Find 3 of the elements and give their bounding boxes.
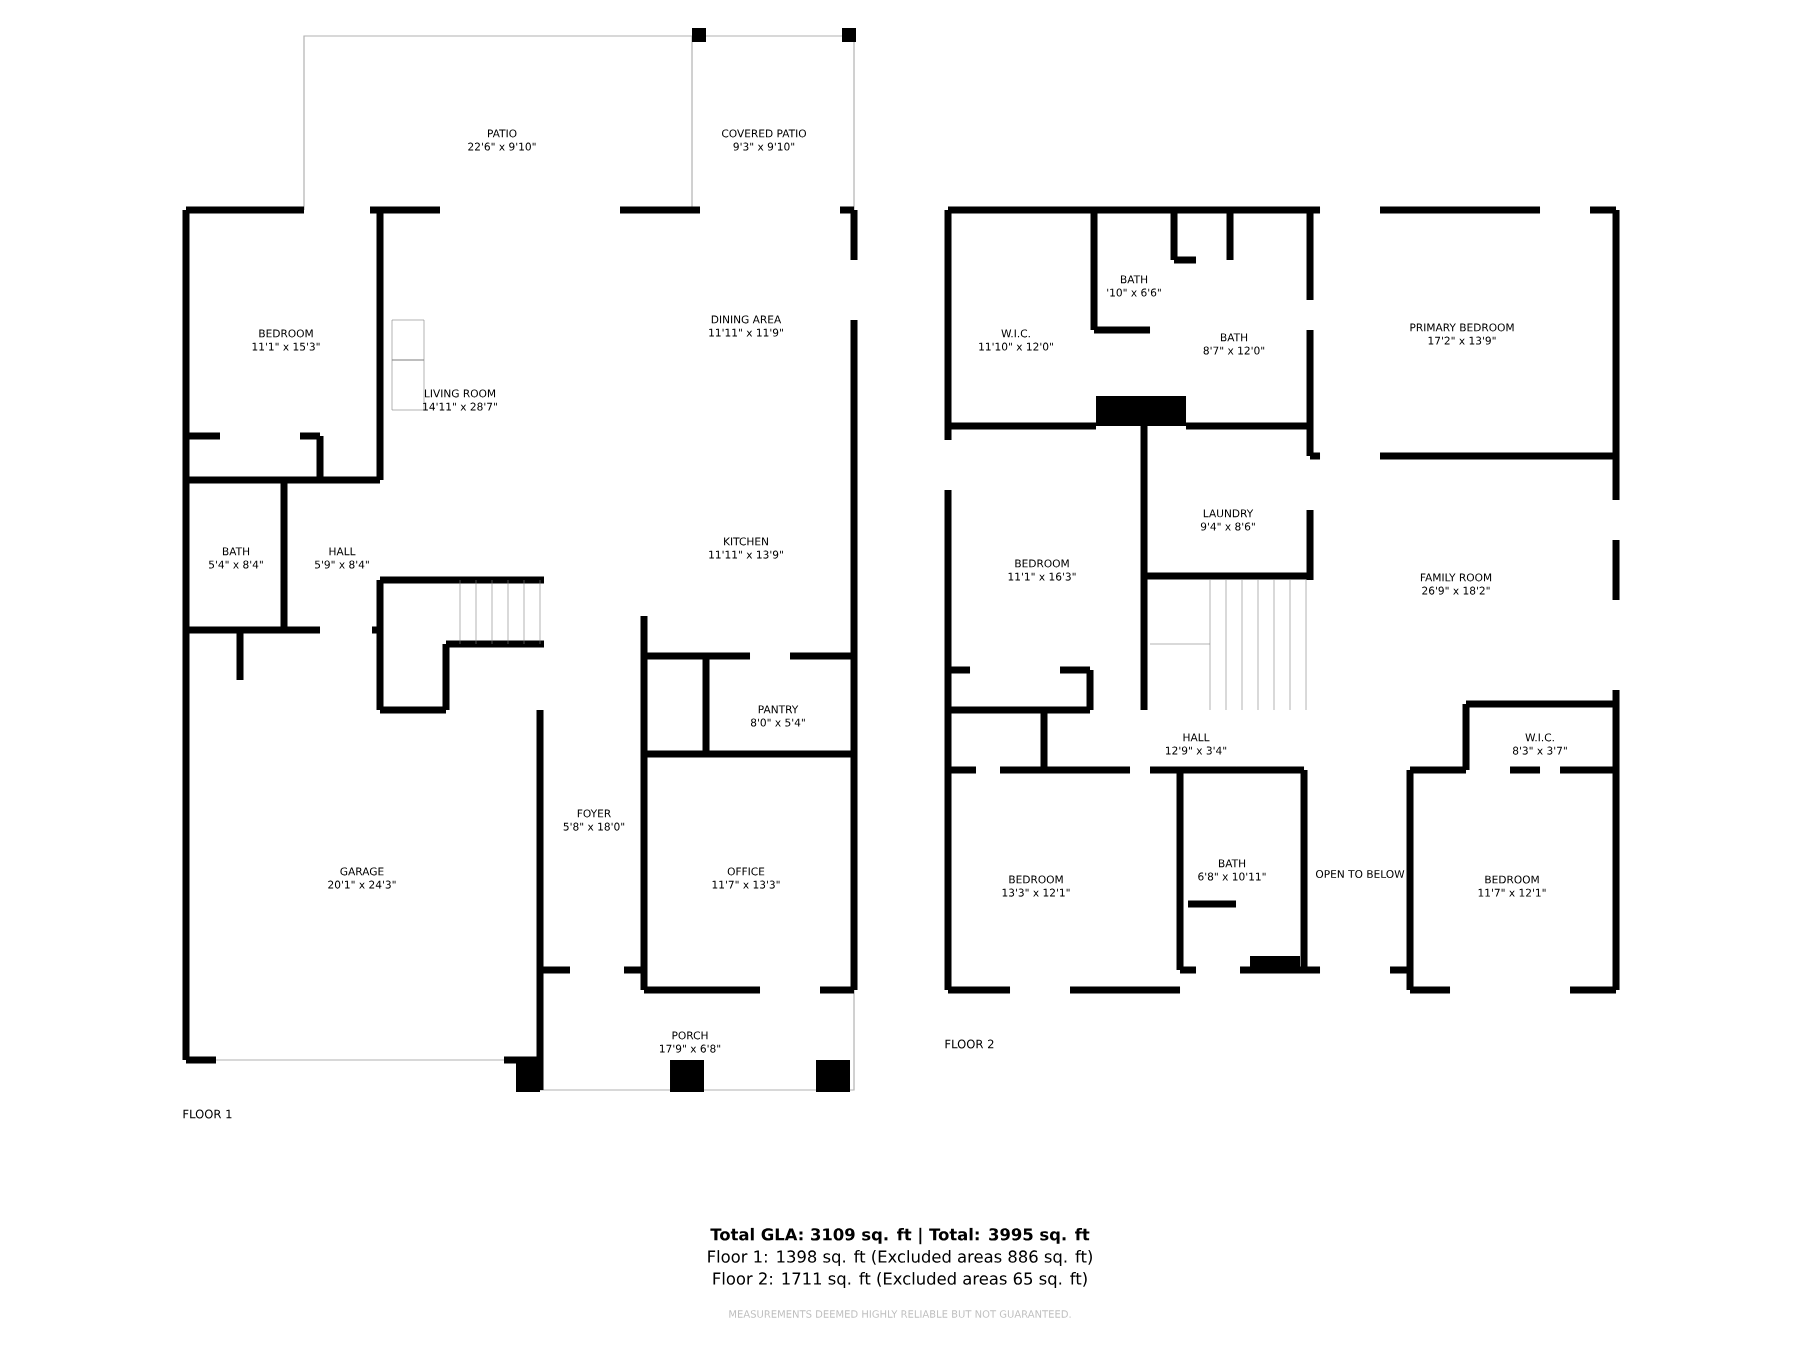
area-summary: Floor 2: 1711 sq. ft (Excluded areas 65 sq. ft): [713, 1272, 1087, 1288]
area-summary: Floor 1: 1398 sq. ft (Excluded areas 886 sq. ft): [708, 1250, 1092, 1266]
area-summary: Total GLA: 3109 sq. ft | Total: 3995 sq. ft: [710, 1227, 1090, 1245]
